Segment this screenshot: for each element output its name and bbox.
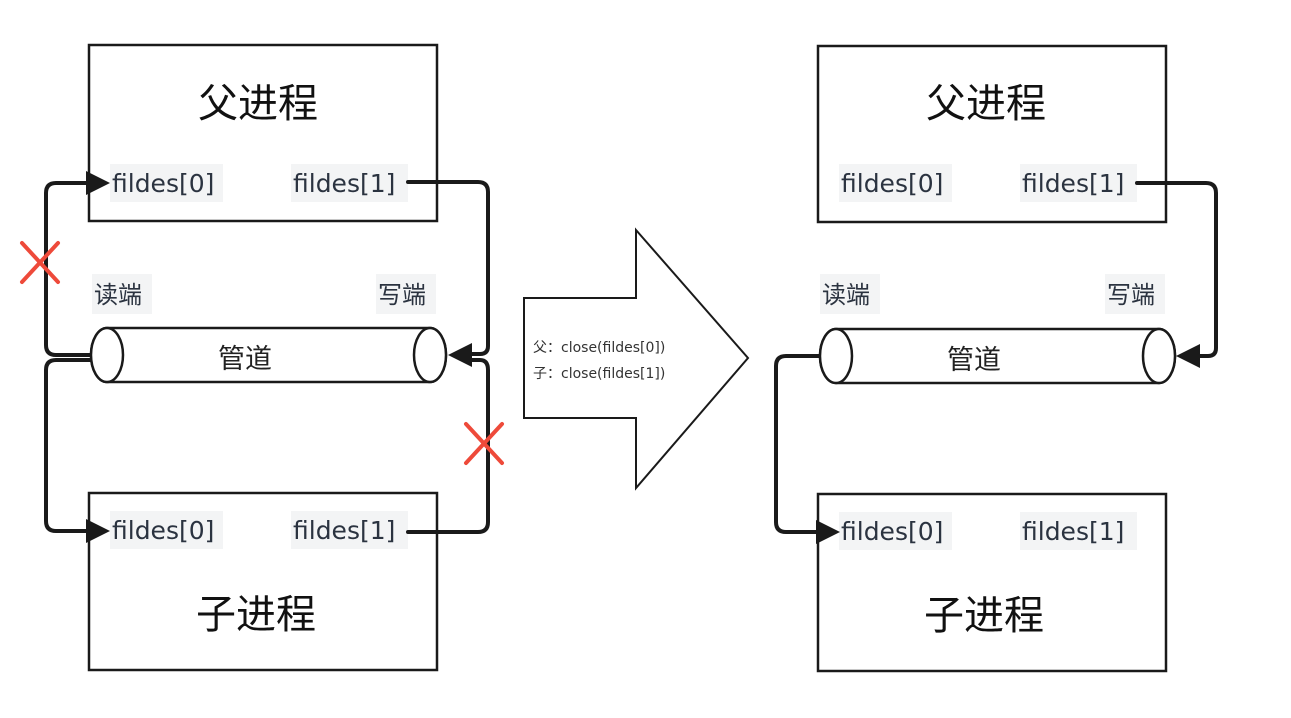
right-parent-write-line: [1135, 181, 1218, 358]
left-pipe-right-cap: [412, 326, 448, 384]
left-write-end-chip: [376, 274, 436, 314]
left-parent-title: 父进程: [198, 81, 318, 127]
left-child-read-arrowhead: [86, 519, 110, 543]
right-write-end-chip: [1105, 274, 1165, 314]
right-diagram: 父进程 fildes[0] fildes[1] fildes[0] fildes…: [774, 44, 1218, 673]
arrow-note-parent: 父：close(fildes[0]): [533, 340, 665, 356]
left-parent-write-line: [406, 180, 490, 356]
left-child-write-closed-x-icon: [464, 422, 504, 465]
left-child-fd0: fildes[0]: [112, 516, 214, 545]
right-parent-fd0: fildes[0]: [841, 169, 943, 198]
left-parent-write-arrowhead: [448, 343, 472, 367]
right-child-fd1-chip: [1020, 512, 1137, 550]
transition-arrow-shape: [523, 227, 750, 491]
left-child-read-line: [44, 358, 94, 533]
right-pipe-right-cap: [1141, 327, 1177, 385]
right-child-title: 子进程: [924, 593, 1044, 639]
arrow-note-child: 子：close(fildes[1]): [533, 366, 665, 382]
right-pipe-left-cap: [818, 327, 854, 385]
left-read-end-label: 读端: [94, 281, 142, 309]
left-parent-fd0-chip: [110, 164, 223, 202]
right-child-read-arrowhead: [816, 520, 840, 544]
left-pipe-left-cap: [89, 326, 125, 384]
left-child-title: 子进程: [196, 592, 316, 638]
left-child-fd0-chip: [110, 511, 223, 549]
left-child-process: fildes[0] fildes[1] 子进程: [87, 491, 439, 672]
right-pipe-label: 管道: [947, 345, 1001, 376]
right-child-fd0-chip: [839, 512, 952, 550]
left-write-end-label: 写端: [378, 281, 426, 309]
right-parent-process: 父进程 fildes[0] fildes[1]: [816, 44, 1168, 224]
right-child-read-line: [774, 354, 824, 534]
left-pipe: 管道: [89, 326, 448, 384]
right-parent-title: 父进程: [926, 81, 1046, 127]
right-parent-fd1-chip: [1020, 164, 1137, 202]
left-read-end-chip: [92, 274, 152, 314]
left-parent-fd1-chip: [291, 164, 408, 202]
right-parent-write-arrowhead: [1176, 344, 1200, 368]
right-child-process: fildes[0] fildes[1] 子进程: [816, 492, 1168, 673]
transition-arrow: 父：close(fildes[0]) 子：close(fildes[1]): [523, 227, 750, 491]
right-parent-fd0-chip: [839, 164, 952, 202]
right-read-end-label: 读端: [822, 281, 870, 309]
left-parent-fd0: fildes[0]: [112, 169, 214, 198]
right-read-end-chip: [820, 274, 880, 314]
right-pipe: 管道: [818, 327, 1177, 385]
left-diagram: 父进程 fildes[0] fildes[1] fildes[0] fildes…: [20, 43, 504, 672]
left-child-fd1-chip: [291, 511, 408, 549]
right-write-end-label: 写端: [1107, 281, 1155, 309]
left-parent-read-closed-x-icon: [20, 241, 60, 284]
left-parent-read-line: [44, 181, 94, 357]
right-parent-fd1: fildes[1]: [1022, 169, 1124, 198]
left-pipe-label: 管道: [218, 344, 272, 375]
left-parent-read-arrowhead: [86, 171, 110, 195]
left-parent-process: 父进程 fildes[0] fildes[1]: [87, 43, 439, 223]
right-child-fd1: fildes[1]: [1022, 517, 1124, 546]
left-child-fd1: fildes[1]: [293, 516, 395, 545]
right-child-fd0: fildes[0]: [841, 517, 943, 546]
left-parent-fd1: fildes[1]: [293, 169, 395, 198]
